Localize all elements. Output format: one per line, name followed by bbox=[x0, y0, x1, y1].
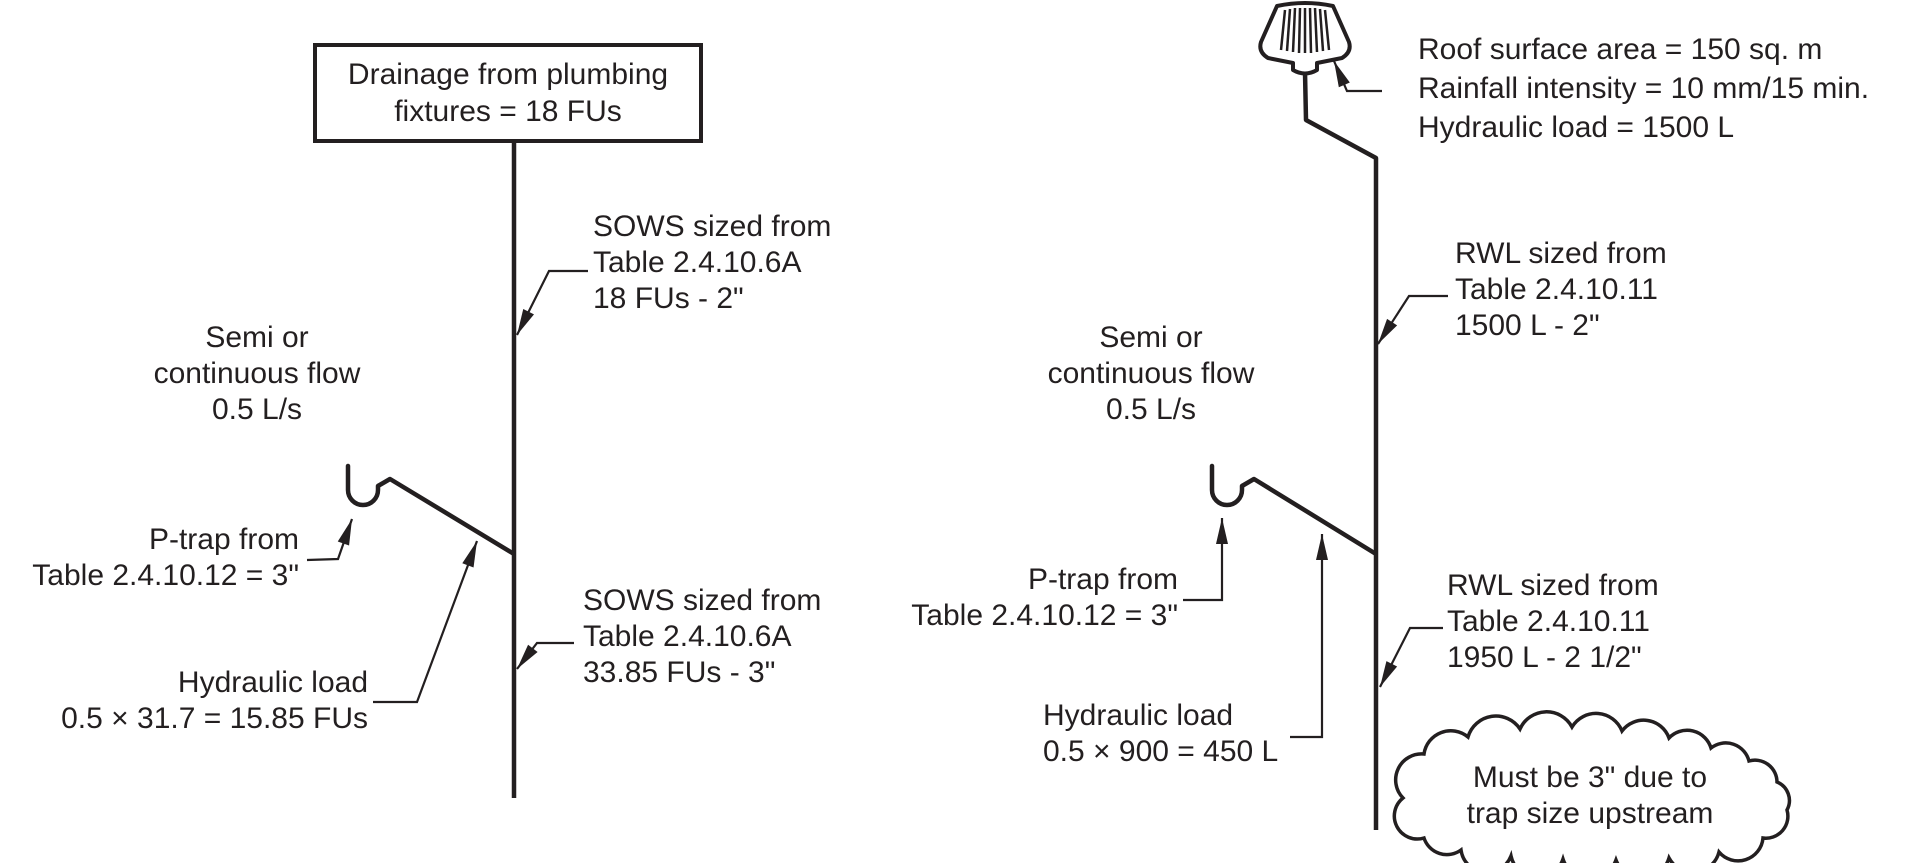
right-ptrap-leader-arrow bbox=[1183, 518, 1228, 602]
left-sows-lower-leader-arrow bbox=[516, 641, 574, 670]
left-flow-note: Semi or continuous flow 0.5 L/s bbox=[153, 321, 361, 426]
left-sows-lower-note: SOWS sized from Table 2.4.10.6A 33.85 FU… bbox=[583, 584, 822, 689]
note-cloud-shape bbox=[1392, 710, 1792, 863]
left-branch-pipe bbox=[376, 476, 516, 556]
left-ptrap-leader-arrow bbox=[306, 518, 354, 562]
right-rwl-lower-note: RWL sized from Table 2.4.10.11 1950 L - … bbox=[1447, 569, 1659, 674]
right-rwl-lower-leader-arrow bbox=[1379, 626, 1443, 688]
roof-drain-ribs bbox=[1279, 7, 1331, 54]
right-hydraulic-note: Hydraulic load 0.5 × 900 = 450 L bbox=[1043, 699, 1279, 768]
roof-info-leader-arrow bbox=[1332, 60, 1382, 93]
fixture-load-text: Drainage from plumbing fixtures = 18 FUs bbox=[347, 58, 669, 128]
right-rwl-upper-leader-arrow bbox=[1377, 294, 1448, 345]
right-ptrap-note: P-trap from Table 2.4.10.12 = 3" bbox=[911, 563, 1178, 632]
roof-info-note: Roof surface area = 150 sq. m Rainfall i… bbox=[1418, 33, 1870, 144]
right-flow-note: Semi or continuous flow 0.5 L/s bbox=[1047, 321, 1255, 426]
right-p-trap-icon bbox=[1209, 463, 1245, 508]
right-rwl-upper-note: RWL sized from Table 2.4.10.11 1500 L - … bbox=[1455, 237, 1667, 342]
right-rwl-pipe bbox=[1302, 71, 1379, 830]
left-hydraulic-note: Hydraulic load 0.5 × 31.7 = 15.85 FUs bbox=[61, 666, 368, 735]
left-hydraulic-leader-arrow bbox=[373, 540, 479, 704]
right-hydraulic-leader-arrow bbox=[1290, 534, 1328, 739]
fixture-load-box: Drainage from plumbing fixtures = 18 FUs bbox=[313, 43, 703, 143]
left-ptrap-note: P-trap from Table 2.4.10.12 = 3" bbox=[32, 523, 299, 592]
left-sows-upper-note: SOWS sized from Table 2.4.10.6A 18 FUs -… bbox=[593, 210, 832, 315]
cloud-note: Must be 3" due to trap size upstream bbox=[1466, 761, 1714, 830]
right-branch-pipe bbox=[1240, 476, 1378, 556]
left-p-trap-icon bbox=[345, 463, 381, 508]
left-sows-upper-leader-arrow bbox=[516, 269, 588, 336]
